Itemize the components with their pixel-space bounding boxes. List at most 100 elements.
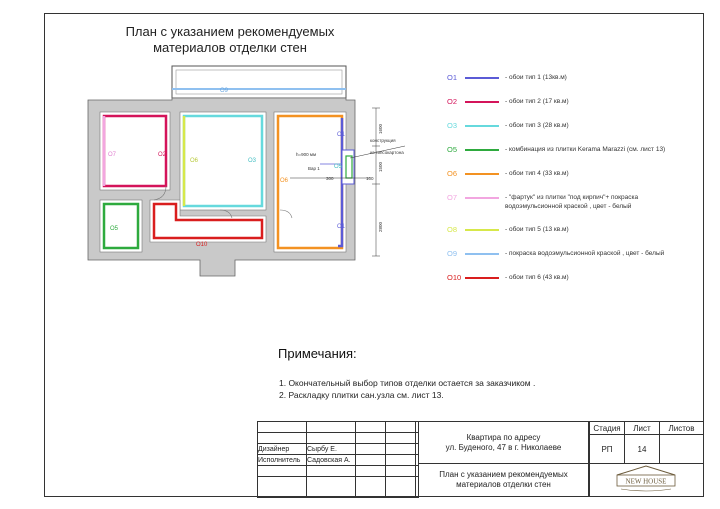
room-right — [273, 111, 347, 253]
executor-name: Садовская А. — [306, 454, 356, 466]
label-o3: O3 — [248, 158, 257, 164]
legend-code: O6 — [447, 169, 458, 178]
legend-text: - обои тип 5 (13 кв.м) — [505, 226, 569, 233]
label-o1-top: O1 — [337, 132, 346, 138]
address-block: Квартира по адресу ул. Буденого, 47 в г.… — [418, 421, 589, 464]
stamp-table: Дизайнер Сырбу Е. Исполнитель Садовская … — [257, 421, 419, 498]
label-o9-top: O9 — [220, 88, 229, 94]
legend-swatch — [465, 125, 499, 127]
address-line1: Квартира по адресу — [466, 432, 541, 442]
legend-item-o1: O1 - обои тип 1 (13кв.м) — [447, 73, 697, 82]
legend-item-o10: O10 - обои тип 6 (43 кв.м) — [447, 273, 697, 282]
stamp-cell — [355, 476, 386, 498]
designer-label: Дизайнер — [257, 443, 307, 455]
room-center — [179, 111, 267, 211]
label-dim300: 300 — [326, 176, 334, 181]
stamp-cell — [385, 432, 416, 444]
legend-text: - обои тип 3 (28 кв.м) — [505, 122, 569, 129]
plan-title-line1: План с указанием рекомендуемых — [125, 24, 335, 39]
plan-title: План с указанием рекомендуемых материало… — [110, 24, 350, 56]
legend-swatch — [465, 229, 499, 231]
address-line2: ул. Буденого, 47 в г. Николаеве — [445, 442, 562, 452]
legend-text: - покраска водоэмульсионной краской , цв… — [505, 250, 665, 257]
legend-swatch — [465, 197, 499, 199]
stamp-cell — [306, 465, 356, 477]
o5-outline — [102, 202, 140, 250]
stage-sheet-block: Стадия Лист Листов РП 14 — [589, 421, 704, 497]
logo-text: NEW HOUSE — [626, 478, 667, 486]
legend-code: O5 — [447, 145, 458, 154]
label-dim2800: 2800 — [378, 221, 383, 232]
legend-item-o6: O6 - обои тип 4 (33 кв.м) — [447, 169, 697, 178]
legend-code: O1 — [447, 73, 458, 82]
label-o1-bottom: O1 — [337, 224, 346, 230]
note-2: 2. Раскладку плитки сан.узла см. лист 13… — [279, 390, 444, 400]
o10-outline — [152, 202, 264, 240]
balcony-inner — [175, 69, 343, 95]
legend-text: - комбинация из плитки Kerama Marazzi (с… — [505, 146, 666, 153]
legend-code: O2 — [447, 97, 458, 106]
stamp-cell — [385, 421, 416, 433]
legend-item-o7: O7 - "фартук" из плитки "под кирпич"+ по… — [447, 193, 697, 211]
legend-text: - "фартук" из плитки "под кирпич"+ покра… — [505, 194, 639, 210]
stamp-cell — [306, 432, 356, 444]
floor-plan: O9 O7 O2 O6 O3 O6 O1 O5 O1 O5 O10 h=900 … — [87, 65, 406, 277]
stamp-cell — [257, 432, 307, 444]
legend-text: - обои тип 4 (33 кв.м) — [505, 170, 569, 177]
stage-header: Стадия — [589, 421, 625, 435]
label-o2: O2 — [158, 152, 167, 158]
note-1: 1. Окончательный выбор типов отделки ост… — [279, 378, 536, 388]
legend-swatch — [465, 77, 499, 79]
logo-swoosh — [620, 488, 672, 492]
logo-box — [616, 474, 676, 487]
stage-value: РП — [589, 434, 625, 464]
stamp-cell — [355, 465, 386, 477]
label-dim1500: 1500 — [378, 161, 383, 172]
sheet-title-line1: План с указанием рекомендуемых — [439, 470, 568, 479]
label-o6-left: O6 — [190, 158, 199, 164]
legend-item-o3: O3 - обои тип 3 (28 кв.м) — [447, 121, 697, 130]
sheet-title-block: План с указанием рекомендуемых материало… — [418, 463, 589, 497]
notes-title: Примечания: — [278, 346, 357, 361]
stamp-cell — [355, 454, 386, 466]
sheets-value — [659, 434, 704, 464]
legend-swatch — [465, 149, 499, 151]
stamp-cell — [306, 476, 356, 498]
legend-text: - обои тип 2 (17 кв.м) — [505, 98, 569, 105]
sheet-header: Лист — [624, 421, 660, 435]
balcony-outline — [171, 65, 347, 99]
legend-code: O9 — [447, 249, 458, 258]
label-dim100: 100 — [366, 176, 374, 181]
sheet-title-line2: материалов отделки стен — [456, 480, 551, 489]
label-o7: O7 — [108, 152, 117, 158]
legend-item-o2: O2 - обои тип 2 (17 кв.м) — [447, 97, 697, 106]
stamp-cell — [306, 421, 356, 433]
stamp-cell — [355, 443, 386, 455]
sheets-header: Листов — [659, 421, 704, 435]
label-o10: O10 — [196, 242, 208, 248]
stamp-cell — [385, 465, 416, 477]
new-house-logo: NEW HOUSE — [616, 465, 676, 492]
stamp-cell — [355, 432, 386, 444]
door-arc-1 — [153, 185, 167, 201]
executor-label: Исполнитель — [257, 454, 307, 466]
room-left-top — [99, 111, 171, 191]
legend-code: O3 — [447, 121, 458, 130]
label-o5-small: O5 — [110, 226, 119, 232]
legend-swatch — [465, 277, 499, 279]
door-arc-2 — [219, 209, 233, 219]
construction-leader — [349, 145, 406, 159]
legend-text: - обои тип 1 (13кв.м) — [505, 74, 567, 81]
legend-swatch — [465, 253, 499, 255]
label-construction1: конструкция — [370, 138, 396, 143]
niche-outline — [341, 149, 355, 185]
stamp-cell — [257, 421, 307, 433]
label-o6-right: O6 — [280, 178, 289, 184]
room-bath — [99, 199, 143, 253]
plan-title-line2: материалов отделки стен — [153, 40, 307, 55]
stamp-cell — [385, 454, 416, 466]
sheet-value: 14 — [624, 434, 660, 464]
legend-item-o8: O8 - обои тип 5 (13 кв.м) — [447, 225, 697, 234]
legend-swatch — [465, 101, 499, 103]
